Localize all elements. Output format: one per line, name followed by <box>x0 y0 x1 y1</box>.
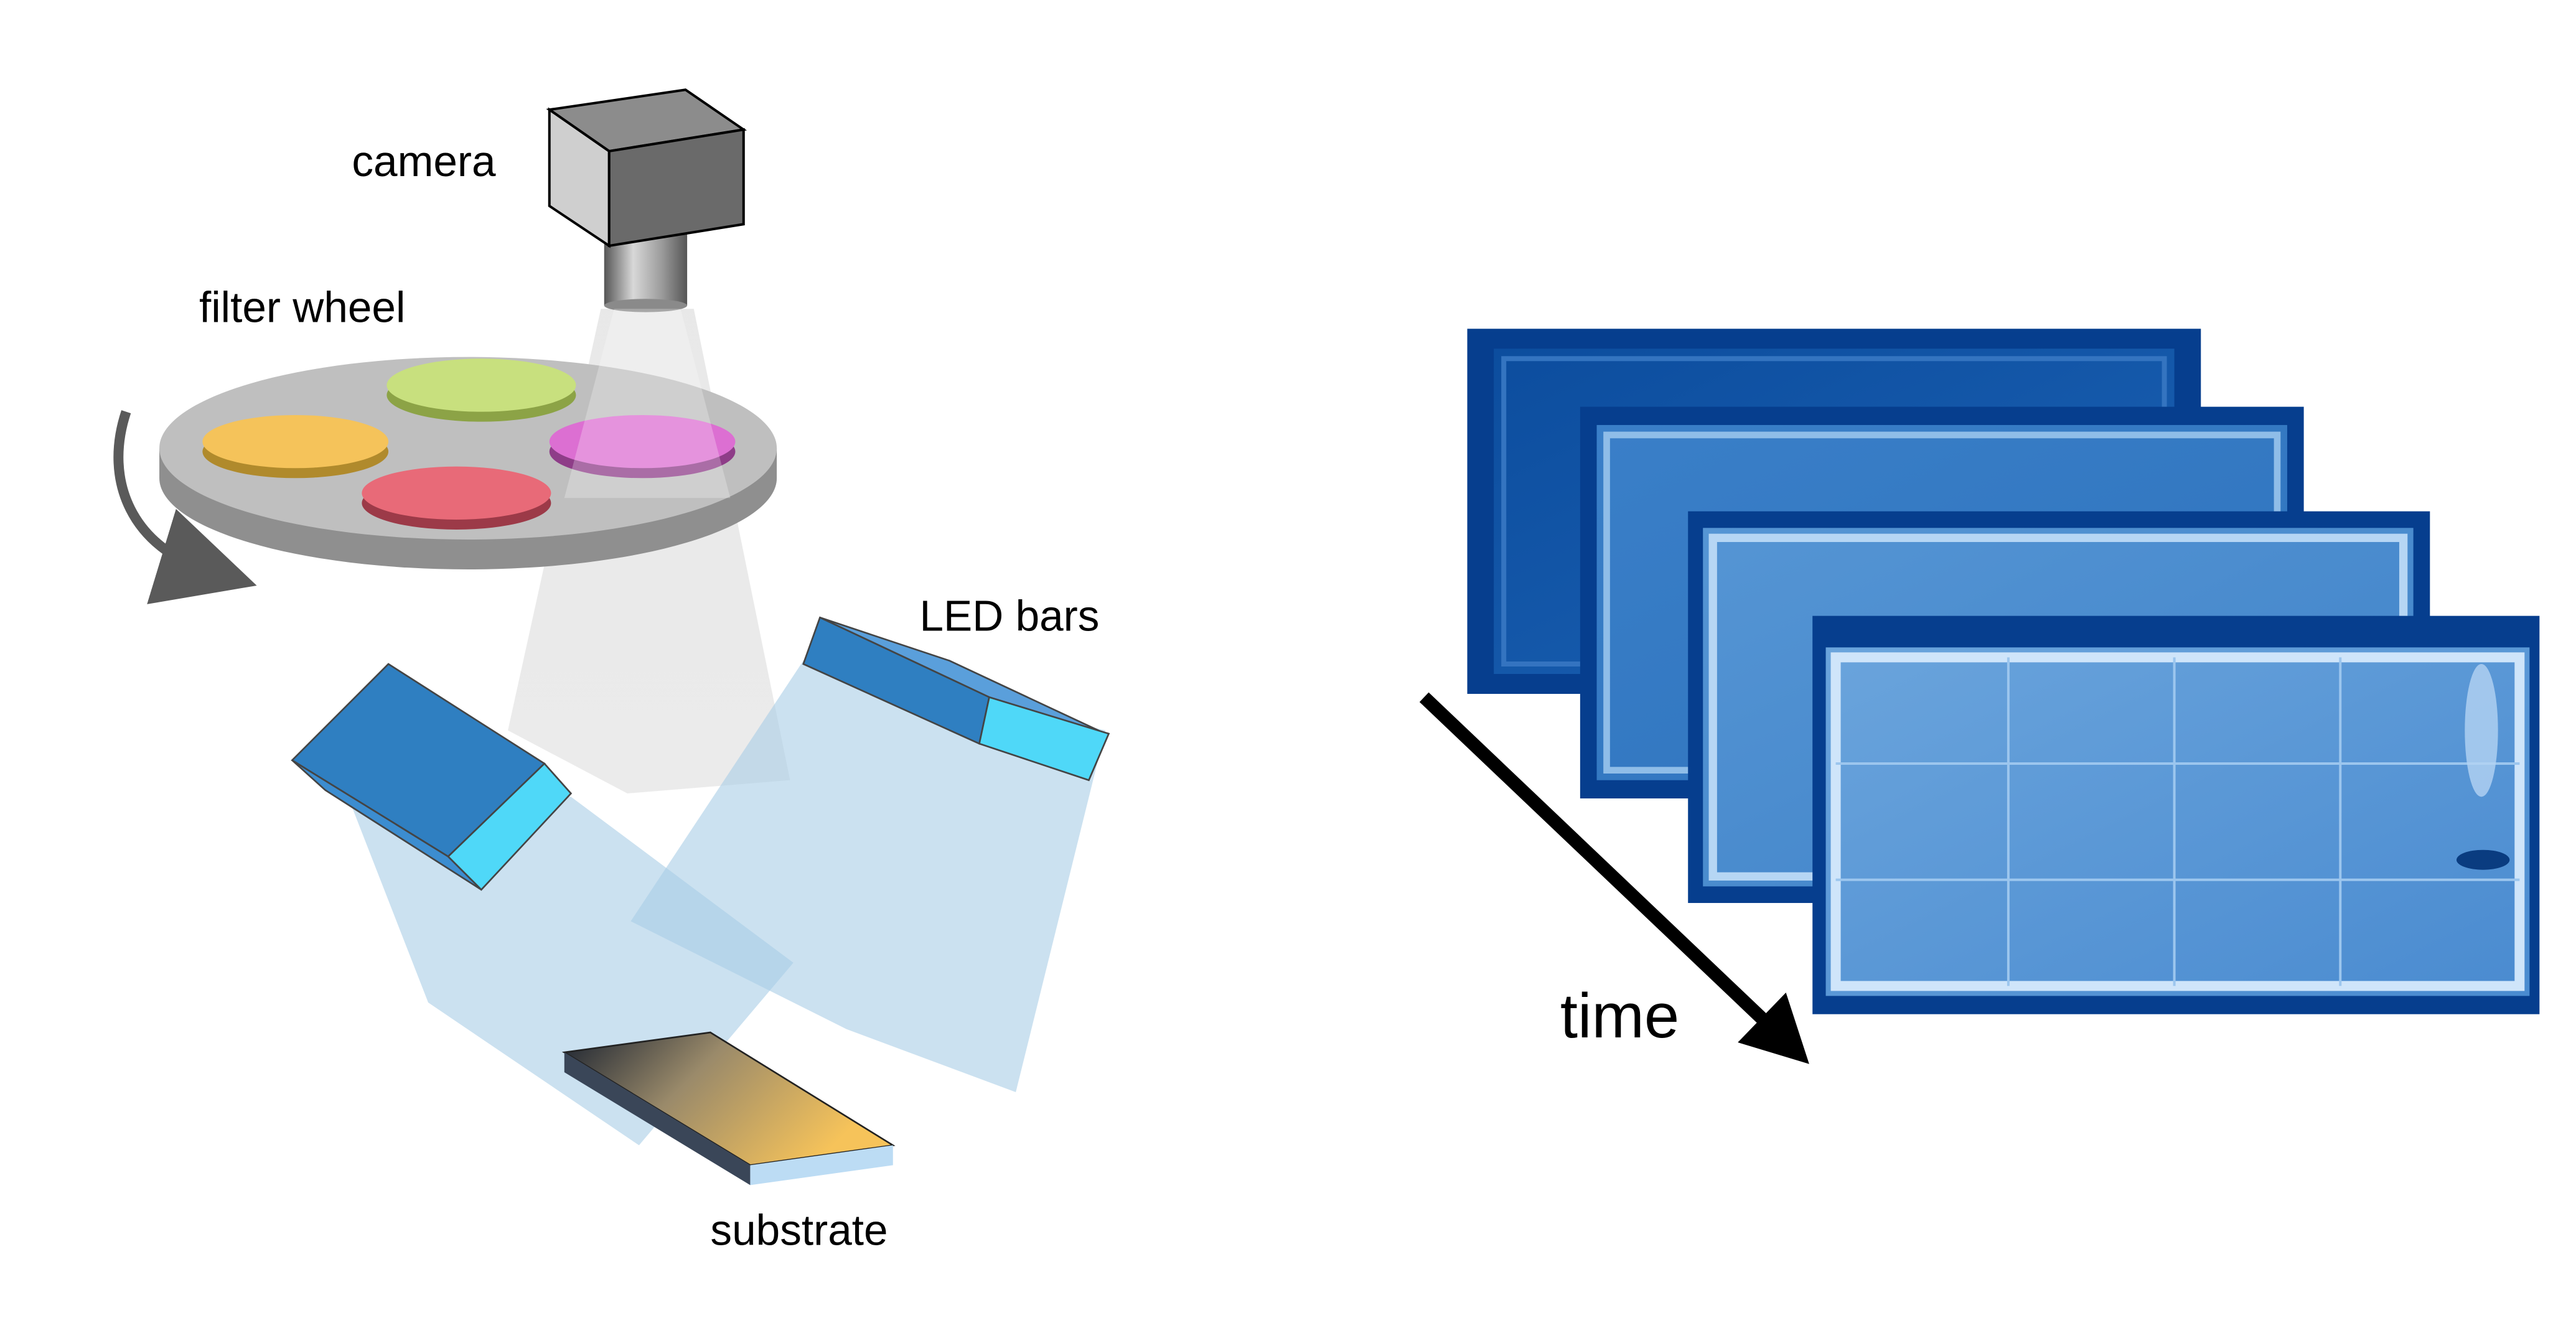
led-bars-label: LED bars <box>919 592 1099 640</box>
right-led-bar <box>802 616 1110 782</box>
time-arrow-icon <box>1419 692 1809 1064</box>
filter-magenta <box>549 414 736 479</box>
right-led-beam <box>630 660 1106 1093</box>
left-led-bar <box>291 663 573 891</box>
camera-label: camera <box>352 137 496 185</box>
filter-yellow <box>202 414 389 479</box>
substrate-label: substrate <box>710 1205 888 1254</box>
filter-red <box>362 466 551 530</box>
substrate <box>561 1031 896 1185</box>
filter-wheel <box>159 357 777 569</box>
filter-green <box>386 358 576 422</box>
image-frame-4 <box>1812 615 2540 1014</box>
rotation-arrow-icon <box>113 410 257 604</box>
filter-wheel-label: filter wheel <box>199 283 405 332</box>
time-label: time <box>1560 981 1679 1051</box>
camera-lens <box>604 232 688 312</box>
camera-body <box>546 88 747 248</box>
camera-light-overlay <box>564 309 731 498</box>
